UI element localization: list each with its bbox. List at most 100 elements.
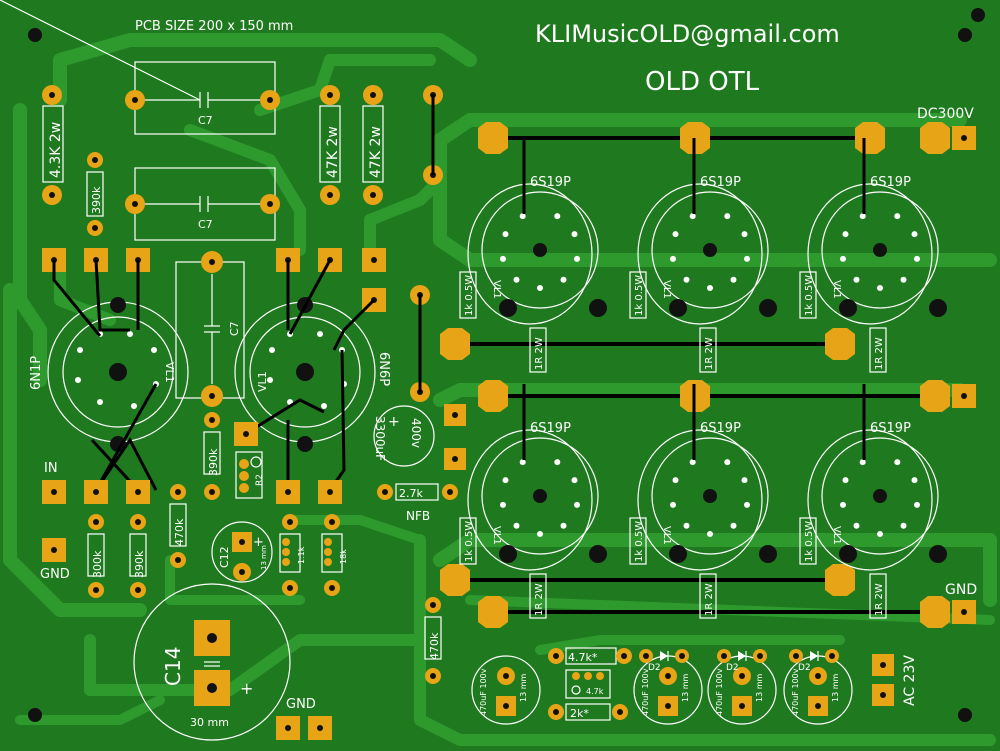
- r-470k-b-label: 470k: [428, 632, 441, 660]
- svg-text:+: +: [240, 679, 253, 698]
- c14-label: C14: [161, 647, 185, 686]
- output-tube-label: 6S19P: [530, 421, 571, 436]
- resistor-390k-bottom: 390k: [129, 514, 147, 598]
- psu-cap-size-label: 13 mm: [681, 673, 690, 702]
- psu-capacitor-4: 470uF 100v 13 mm: [783, 655, 853, 725]
- psu-capacitor-1: 470uF 100v 13 mm: [471, 655, 541, 725]
- r-4k7-b-label: 4.7k: [586, 687, 604, 696]
- cathode-resistor-label: 1R 2W: [874, 337, 885, 370]
- tube-socket-6n6p: 6N6P VL1: [234, 297, 391, 452]
- output-tube-label: 6S19P: [530, 175, 571, 190]
- mounting-hole: [28, 708, 42, 722]
- capacitor-c12: + C12 13 mm: [211, 521, 273, 583]
- grid-resistor-label: 1k 0.5W: [804, 275, 815, 316]
- r-390k-bottom-label: 390k: [133, 550, 146, 578]
- capacitor-c14: + C14 30 mm: [133, 583, 291, 741]
- output-rails: DC300V GND: [440, 106, 977, 628]
- tube-socket-6n1p: 6N1P VL1: [29, 297, 189, 452]
- r-4k3-label: 4.3K 2w: [48, 122, 64, 178]
- r-390k-mid-label: 390k: [207, 448, 220, 476]
- gnd-bottom-label: GND: [286, 697, 316, 712]
- dc300v-label: DC300V: [917, 106, 974, 122]
- r-47k-a-label: 47K 2w: [325, 126, 341, 178]
- r-1k1-label: 1.1k: [297, 546, 306, 564]
- gnd-bottom-connector: GND: [276, 697, 332, 740]
- resistor-300k: 300k: [87, 514, 105, 598]
- tube-socket-label: VL1: [831, 280, 842, 299]
- r-2k7-label: 2.7k: [399, 487, 423, 500]
- diode-label: D2: [726, 663, 739, 673]
- svg-text:+: +: [253, 535, 264, 550]
- r2-label: R2: [255, 474, 265, 486]
- pcb-size-label: PCB SIZE 200 x 150 mm: [135, 19, 293, 34]
- psu-cap-label: 470uF 100v: [479, 668, 488, 716]
- resistor-47k-a: 47K 2w: [319, 85, 341, 205]
- output-tube-label: 6S19P: [870, 421, 911, 436]
- r-390k-top-label: 390k: [90, 186, 103, 214]
- tube-socket-label: VL1: [491, 280, 502, 299]
- diode-label: D2: [798, 663, 811, 673]
- psu-cap-size-label: 13 mm: [519, 673, 528, 702]
- copper-traces: [3, 33, 997, 746]
- r-4k7-a-label: 4.7k*: [568, 651, 598, 664]
- resistor-18k: 18k: [318, 480, 348, 596]
- c7-center-label: C7: [228, 321, 241, 336]
- grid-resistor-label: 1k 0.5W: [634, 521, 645, 562]
- mounting-hole: [958, 708, 972, 722]
- diode-d2: D2: [789, 649, 839, 673]
- resistor-47k-b: 47K 2w: [362, 85, 384, 205]
- gnd-left-label: GND: [40, 567, 70, 582]
- psu-cap-size-label: 13 mm: [831, 673, 840, 702]
- resistor-4k3: 4.3K 2w: [42, 85, 64, 205]
- board-title: OLD OTL: [645, 67, 760, 97]
- cathode-resistor-label: 1R 2W: [704, 337, 715, 370]
- in-label: IN: [44, 461, 58, 476]
- c12-label: C12: [218, 546, 231, 568]
- resistor-r2: R2: [234, 422, 265, 499]
- output-tube-label: 6S19P: [700, 421, 741, 436]
- grid-resistor-label: 1k 0.5W: [464, 521, 475, 562]
- tube-socket-label: VL1: [163, 362, 176, 383]
- power-supply: 4.7k* 4.7k 2k* AC 23V: [548, 647, 918, 721]
- tube-socket-label: VL1: [256, 371, 269, 392]
- cathode-resistor-label: 1R 2W: [534, 583, 545, 616]
- nfb-label: NFB: [406, 509, 430, 523]
- r-2k-label: 2k*: [570, 707, 589, 720]
- gnd-right-label: GND: [945, 582, 977, 598]
- resistor-1k1: 1.1k: [276, 480, 306, 596]
- psu-cap-size-label: 13 mm: [755, 673, 764, 702]
- grid-resistor-label: 1k 0.5W: [634, 275, 645, 316]
- cathode-resistor-label: 1R 2W: [704, 583, 715, 616]
- r-18k-label: 18k: [339, 549, 348, 564]
- resistor-470k-b: 470k: [424, 597, 442, 684]
- diode-d2: D2: [639, 649, 689, 673]
- output-tube-label: 6S19P: [700, 175, 741, 190]
- cathode-resistor-label: 1R 2W: [534, 337, 545, 370]
- c12-size-label: 13 mm: [260, 545, 268, 570]
- cathode-resistor-label: 1R 2W: [874, 583, 885, 616]
- c14-size-label: 30 mm: [190, 716, 229, 729]
- driver-jumper-wires: [52, 259, 376, 492]
- c-400v-label: 400v: [409, 418, 423, 448]
- c7-label: C7: [198, 114, 213, 127]
- mounting-hole: [958, 28, 972, 42]
- psu-cap-label: 470uF 100v: [791, 668, 800, 716]
- r-47k-b-label: 47K 2w: [368, 126, 384, 178]
- resistor-390k-top: 390k: [86, 152, 104, 236]
- diode-d2: D2: [717, 649, 767, 673]
- resistor-390k-mid: 390k: [203, 412, 221, 500]
- psu-cap-label: 470uF 100v: [641, 668, 650, 716]
- tube-label-6n6p: 6N6P: [376, 352, 391, 386]
- mounting-hole: [28, 28, 42, 42]
- resistor-nfb: 2.7k NFB: [377, 483, 458, 523]
